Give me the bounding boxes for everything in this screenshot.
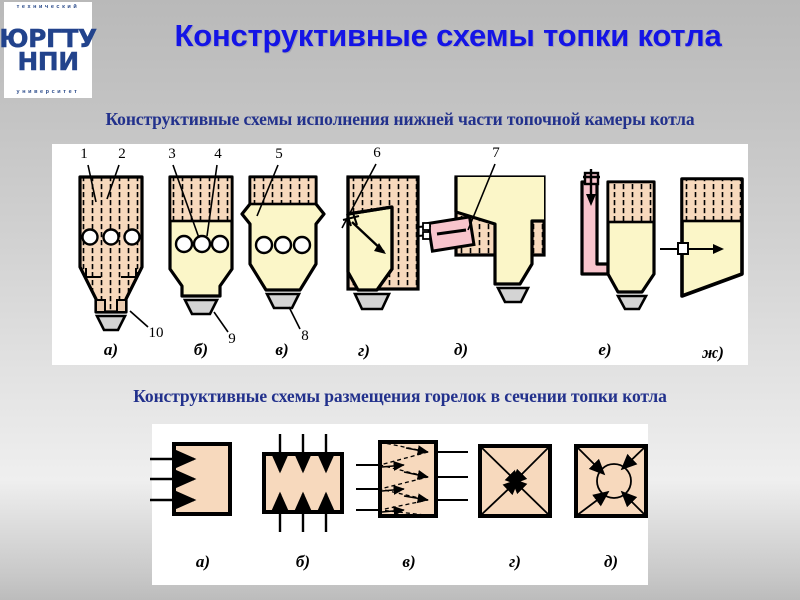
burner-caption-d: д) (603, 552, 619, 571)
burner-caption-b: б) (295, 552, 311, 571)
figure-caption-g: г) (358, 341, 370, 360)
burner-layout-a (150, 442, 232, 516)
burner-layout-b (262, 434, 344, 532)
furnace-scheme-a (78, 164, 149, 332)
logo-line-2: НПИ (17, 47, 79, 76)
burner-layout-drawing (150, 434, 648, 532)
figure-caption-e: е) (598, 340, 612, 359)
figure-caption-v: в) (275, 340, 289, 359)
callout-number-5: 5 (275, 146, 283, 162)
figure-caption-d: д) (453, 340, 469, 359)
callout-number-4: 4 (214, 146, 222, 162)
logo-abbreviation: ЮРГТУ НПИ (0, 24, 97, 76)
furnace-schemes-drawing (78, 163, 744, 333)
burner-caption-v: в) (402, 552, 416, 571)
furnace-scheme-e (580, 169, 656, 311)
callout-number-8: 8 (301, 328, 309, 344)
callout-number-10: 10 (148, 325, 164, 341)
callout-number-1: 1 (80, 146, 88, 162)
callout-number-9: 9 (228, 331, 236, 347)
logo-line-1: ЮРГТУ (0, 24, 97, 53)
figure-caption-zh: ж) (702, 343, 724, 362)
section-1-subtitle: Конструктивные схемы исполнения нижней ч… (105, 109, 695, 129)
furnace-scheme-b (168, 164, 234, 333)
furnace-scheme-d (417, 163, 546, 304)
slide-title: Конструктивные схемы топки котла (174, 18, 722, 53)
furnace-schemes-panel: 1 2 3 4 5 6 7 8 9 10 а) б) в) г) д) е) ж… (52, 144, 748, 365)
callout-number-7: 7 (492, 145, 500, 161)
callout-number-2: 2 (118, 146, 126, 162)
furnace-scheme-zh (660, 177, 744, 298)
burner-layout-d (574, 444, 648, 518)
callout-number-3: 3 (168, 146, 176, 162)
burner-layout-panel: а) б) в) г) д) (150, 424, 648, 585)
section-2-subtitle: Конструктивные схемы размещения горелок … (133, 386, 667, 406)
callout-number-6: 6 (373, 145, 381, 161)
logo-bottom-text: университет (16, 88, 80, 95)
university-logo: технический ЮРГТУ НПИ университет (0, 2, 97, 98)
furnace-scheme-v (240, 164, 326, 330)
figure-caption-b: б) (193, 340, 209, 359)
burner-layout-v (356, 440, 468, 518)
burner-caption-a: а) (195, 552, 211, 571)
furnace-scheme-g (341, 163, 420, 311)
burner-layout-g (478, 444, 552, 518)
figure-caption-a: а) (103, 340, 119, 359)
logo-top-text: технический (16, 4, 80, 10)
burner-caption-g: г) (509, 552, 521, 571)
